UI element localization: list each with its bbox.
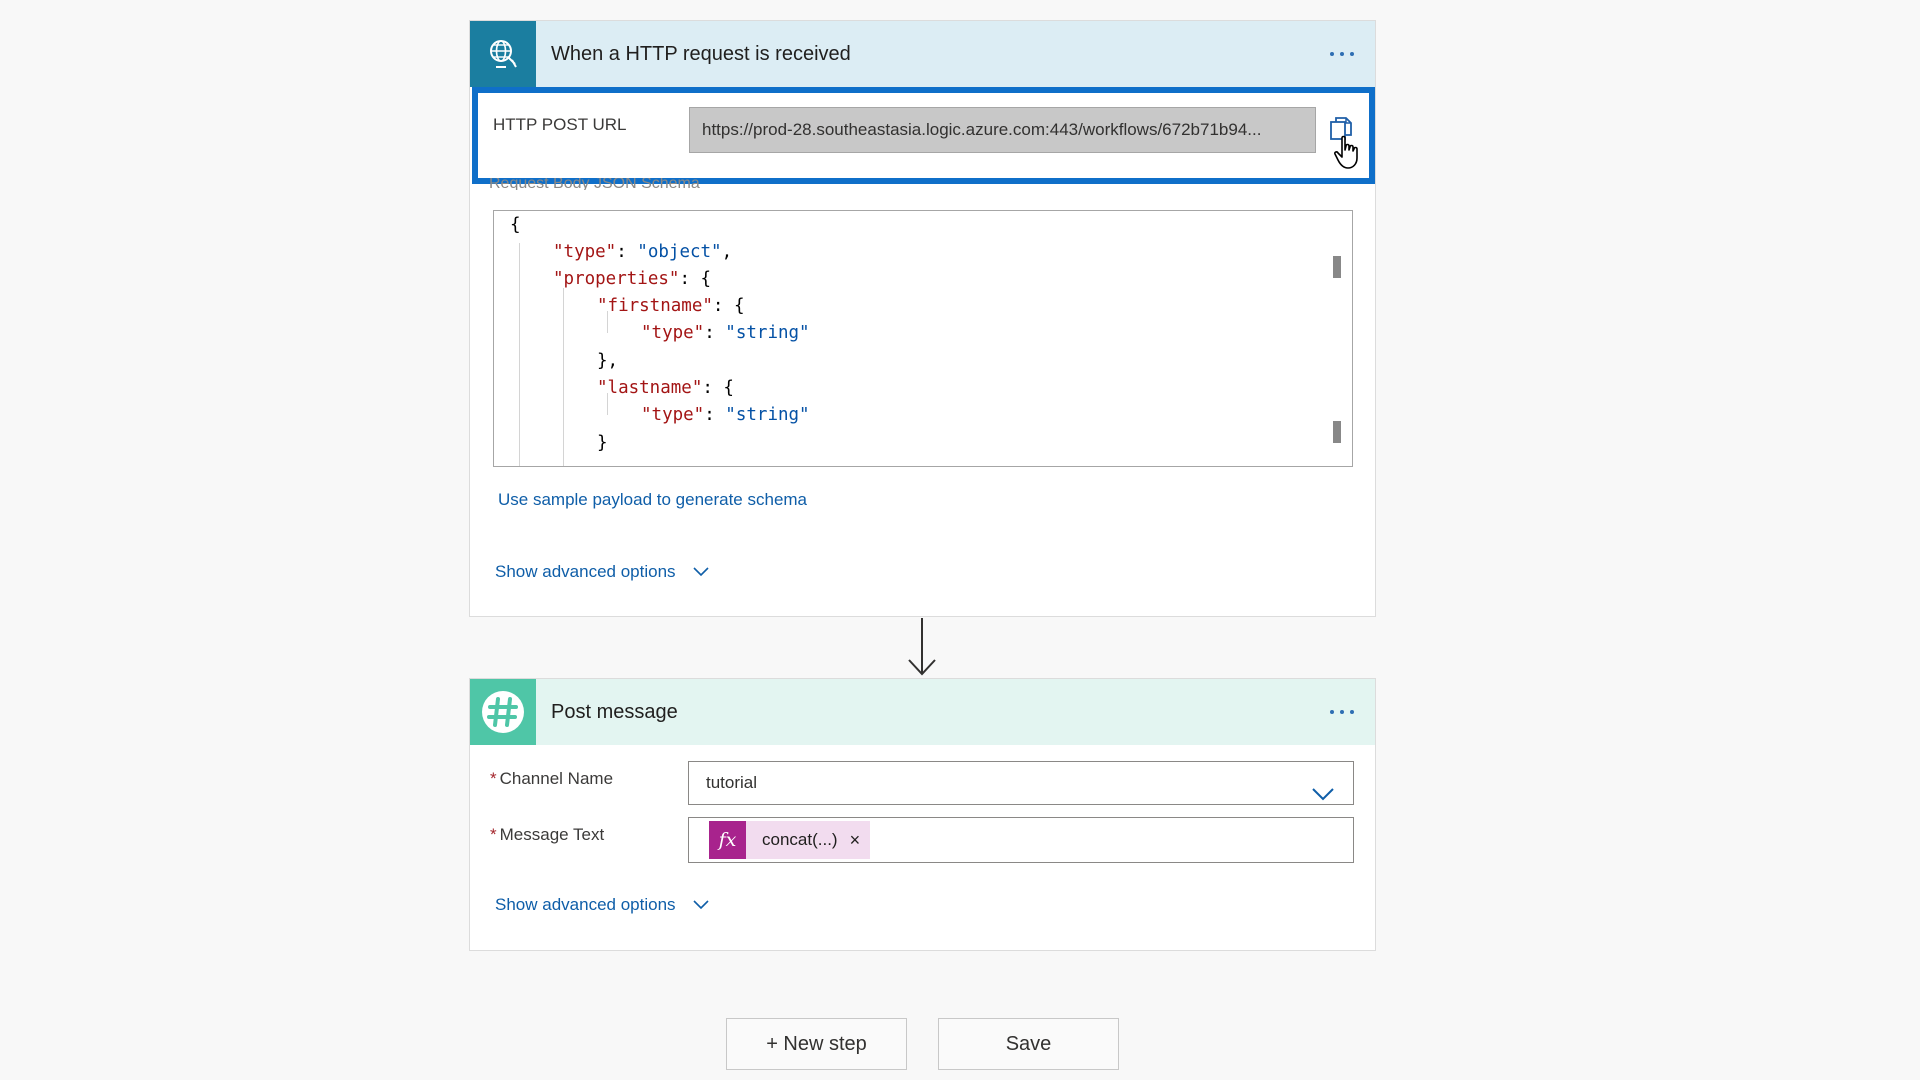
chevron-down-icon [1311,776,1335,818]
code-line: "properties": { [553,269,712,289]
step-connector-arrow-icon [905,618,939,683]
new-step-button[interactable]: + New step [726,1018,907,1070]
http-post-url-field[interactable]: https://prod-28.southeastasia.logic.azur… [689,107,1316,153]
request-body-schema-label: Request Body JSON Schema [489,178,700,190]
post-message-card: Post message *Channel Name tutorial *Mes… [469,678,1376,951]
globe-icon [470,21,536,87]
code-line: "type": "string" [641,323,810,343]
show-advanced-options-label: Show advanced options [495,562,676,581]
show-advanced-options-label: Show advanced options [495,895,676,914]
more-options-icon[interactable] [1327,39,1357,59]
slack-icon [470,679,536,745]
code-line: }, [597,351,619,371]
save-button[interactable]: Save [938,1018,1119,1070]
fx-expression-icon: fx [709,821,746,859]
http-trigger-title: When a HTTP request is received [551,42,851,65]
channel-name-dropdown[interactable]: tutorial [688,761,1354,805]
copy-url-icon[interactable] [1328,115,1356,145]
post-message-title: Post message [551,700,678,723]
indent-guide [607,393,608,415]
chevron-down-icon [692,896,710,916]
concat-expression-token[interactable]: fx concat(...) × [709,821,871,859]
indent-guide [607,311,608,333]
channel-name-value: tutorial [706,773,758,792]
indent-guide [519,243,520,466]
code-line: { [510,215,521,235]
more-options-icon[interactable] [1327,697,1357,717]
code-line: "type": "string" [641,405,810,425]
chevron-down-icon [692,563,710,583]
http-trigger-card: When a HTTP request is received HTTP POS… [469,20,1376,617]
message-text-field[interactable]: fx concat(...) × [688,817,1354,863]
http-post-url-section: HTTP POST URL https://prod-28.southeasta… [472,87,1375,184]
json-schema-editor[interactable]: { "type": "object", "properties": { "fir… [493,210,1353,467]
editor-scrollbar-marker [1333,421,1341,443]
hand-cursor-icon [1333,135,1363,176]
editor-scrollbar-thumb[interactable] [1333,256,1341,278]
token-label: concat(...) [762,830,838,849]
show-advanced-options-link[interactable]: Show advanced options [495,562,710,583]
remove-token-icon[interactable]: × [849,829,861,850]
show-advanced-options-link[interactable]: Show advanced options [495,895,710,916]
code-line: "type": "object", [553,242,733,262]
message-text-label: *Message Text [490,825,605,844]
http-post-url-label: HTTP POST URL [493,115,627,134]
code-line: "firstname": { [597,296,745,316]
code-line: } [597,433,608,453]
use-sample-payload-link[interactable]: Use sample payload to generate schema [498,490,808,509]
code-line: "lastname": { [597,378,734,398]
post-message-header[interactable]: Post message [470,679,1375,745]
channel-name-label: *Channel Name [490,769,614,788]
indent-guide [563,288,564,466]
http-trigger-header[interactable]: When a HTTP request is received [470,21,1375,87]
